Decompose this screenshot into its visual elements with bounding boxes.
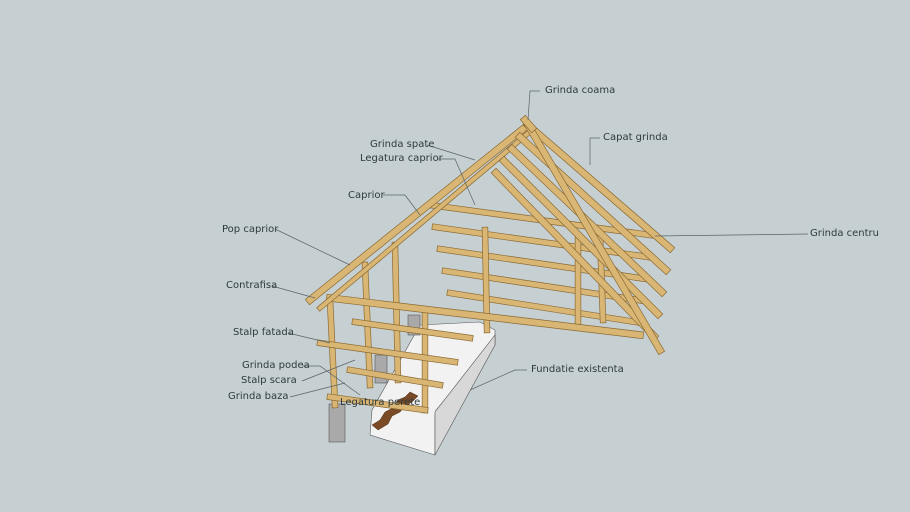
leader-lines bbox=[271, 90, 809, 398]
leader-line bbox=[654, 233, 809, 237]
label-fundatie-existenta: Fundatie existenta bbox=[531, 364, 624, 375]
label-grinda-centru: Grinda centru bbox=[810, 228, 879, 239]
leader-line bbox=[271, 285, 316, 299]
label-pop-caprior: Pop caprior bbox=[222, 224, 279, 235]
label-caprior: Caprior bbox=[348, 190, 385, 201]
label-grinda-podea: Grinda podea bbox=[242, 360, 310, 371]
label-grinda-baza: Grinda baza bbox=[228, 391, 289, 402]
rafter bbox=[491, 168, 659, 341]
label-legatura-perete: Legatura perete bbox=[340, 397, 421, 408]
leader-line bbox=[527, 90, 540, 121]
label-legatura-caprior: Legatura caprior bbox=[360, 153, 443, 164]
ridge-beam bbox=[520, 115, 537, 133]
leader-line bbox=[301, 359, 356, 382]
leader-line bbox=[287, 332, 331, 344]
floor-beam bbox=[327, 394, 428, 413]
leader-line bbox=[302, 365, 361, 396]
label-grinda-spate: Grinda spate bbox=[370, 139, 435, 150]
post bbox=[392, 242, 401, 383]
label-stalp-fatada: Stalp fatada bbox=[233, 327, 294, 338]
rafter bbox=[305, 120, 533, 305]
leader-line bbox=[469, 369, 527, 391]
purlin bbox=[447, 290, 645, 326]
leader-line bbox=[383, 194, 421, 216]
leader-line bbox=[289, 382, 346, 398]
stairs bbox=[371, 391, 419, 431]
purlin bbox=[432, 224, 651, 260]
rafter bbox=[499, 156, 663, 319]
leader-line bbox=[438, 158, 476, 206]
eave-beam bbox=[326, 294, 644, 339]
leader-line bbox=[274, 228, 351, 266]
floor-beam bbox=[347, 367, 443, 388]
leader-line bbox=[426, 144, 476, 161]
rafter bbox=[523, 120, 675, 253]
post bbox=[327, 297, 338, 408]
label-grinda-coama: Grinda coama bbox=[545, 85, 616, 96]
label-stalp-scara: Stalp scara bbox=[241, 375, 297, 386]
label-contrafisa: Contrafisa bbox=[226, 280, 278, 291]
label-capat-grinda: Capat grinda bbox=[603, 132, 668, 143]
rafter bbox=[317, 127, 535, 311]
leader-line bbox=[589, 137, 600, 165]
foundation-wall bbox=[369, 321, 496, 456]
rafter bbox=[523, 120, 665, 355]
floor-beam bbox=[352, 319, 473, 341]
floor-beam bbox=[317, 340, 458, 365]
timber-frame bbox=[304, 114, 676, 414]
